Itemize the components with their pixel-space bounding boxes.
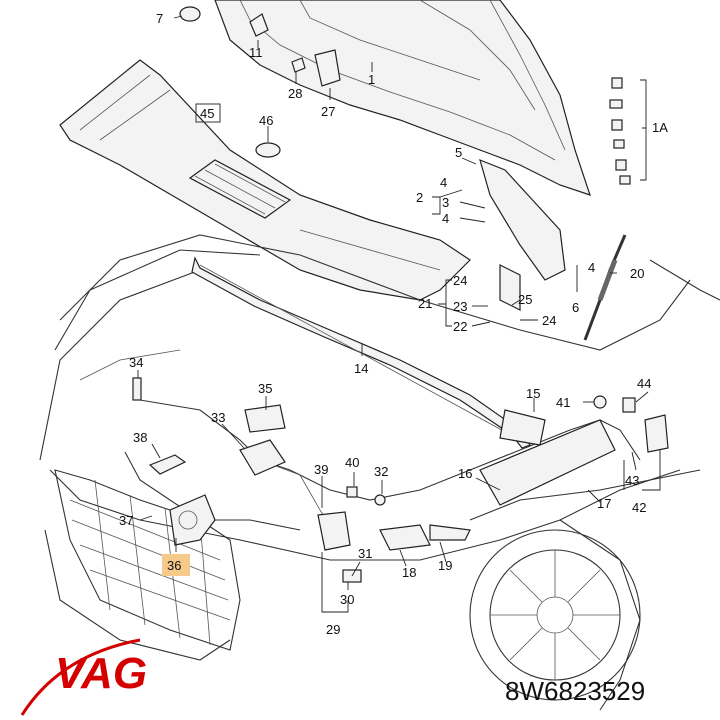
callout-45: 45 xyxy=(200,106,214,121)
front-grille xyxy=(54,469,241,651)
callout-33: 33 xyxy=(211,410,225,425)
front-wheel xyxy=(469,529,641,701)
callout-34: 34 xyxy=(129,355,143,370)
hood xyxy=(214,0,591,196)
callout-labels: 7 11 28 27 1 45 46 5 4 2 3 4 1A 4 20 6 2… xyxy=(119,11,668,637)
callout-22: 22 xyxy=(453,319,467,334)
callout-27: 27 xyxy=(321,104,335,119)
callout-28: 28 xyxy=(288,86,302,101)
callout-21: 21 xyxy=(418,296,432,311)
callout-24a: 24 xyxy=(453,273,467,288)
callout-5: 5 xyxy=(455,145,462,160)
highlight-36 xyxy=(162,554,190,576)
callout-19: 19 xyxy=(438,558,452,573)
vag-logo: VAG xyxy=(20,638,147,716)
callout-4c: 4 xyxy=(588,260,595,275)
callout-38: 38 xyxy=(133,430,147,445)
callout-40: 40 xyxy=(345,455,359,470)
callout-31: 31 xyxy=(358,546,372,561)
callout-7: 7 xyxy=(156,11,163,26)
callout-box-45 xyxy=(195,103,221,123)
leader-lines xyxy=(137,15,661,613)
callout-20: 20 xyxy=(630,266,644,281)
callout-18: 18 xyxy=(402,565,416,580)
callout-44: 44 xyxy=(637,376,651,391)
callout-4b: 4 xyxy=(442,211,449,226)
callout-35: 35 xyxy=(258,381,272,396)
callout-14: 14 xyxy=(354,361,368,376)
callout-11: 11 xyxy=(249,45,263,60)
parts xyxy=(132,6,669,583)
callout-46: 46 xyxy=(259,113,273,128)
callout-16: 16 xyxy=(458,466,472,481)
callout-25: 25 xyxy=(518,292,532,307)
callout-6: 6 xyxy=(572,300,579,315)
car-body-outline xyxy=(39,234,720,711)
callout-29: 29 xyxy=(326,622,340,637)
cowl-panel xyxy=(59,59,471,301)
callout-17: 17 xyxy=(597,496,611,511)
callout-24b: 24 xyxy=(542,313,556,328)
callout-1: 1 xyxy=(368,72,375,87)
callout-3: 3 xyxy=(442,195,449,210)
callout-41: 41 xyxy=(556,395,570,410)
callout-39: 39 xyxy=(314,462,328,477)
callout-32: 32 xyxy=(374,464,388,479)
part-number: 8W6823529 xyxy=(505,676,645,706)
callout-43: 43 xyxy=(625,473,639,488)
callout-1A: 1A xyxy=(652,120,668,135)
callout-23: 23 xyxy=(453,299,467,314)
callout-42: 42 xyxy=(632,500,646,515)
callout-15: 15 xyxy=(526,386,540,401)
callout-30: 30 xyxy=(340,592,354,607)
callout-4a: 4 xyxy=(440,175,447,190)
callout-37: 37 xyxy=(119,513,133,528)
hood-seal xyxy=(191,256,531,449)
callout-36: 36 xyxy=(167,558,181,573)
logo-text: VAG xyxy=(55,649,147,698)
callout-2: 2 xyxy=(416,190,423,205)
